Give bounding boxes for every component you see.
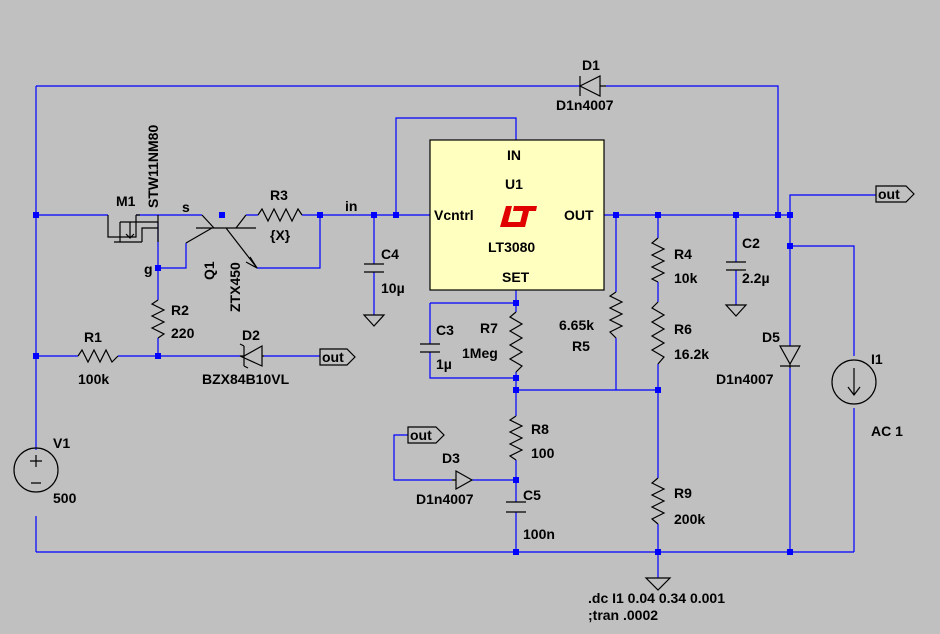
wires: [35, 85, 876, 578]
resistor-r7[interactable]: R7 1Meg: [462, 311, 524, 373]
capacitor-c2[interactable]: C2 2.2µ: [724, 235, 770, 317]
u1-pin-set: SET: [502, 269, 530, 285]
r7-value: 1Meg: [462, 345, 498, 361]
spice-directives[interactable]: .dc I1 0.04 0.34 0.001 ;tran .0002: [588, 590, 725, 623]
r3-ref: R3: [270, 187, 288, 203]
u1-body: [429, 139, 605, 291]
r3-value: {X}: [270, 227, 291, 243]
r1-ref: R1: [84, 329, 102, 345]
d3-ref: D3: [442, 450, 460, 466]
resistor-r3[interactable]: R3 {X}: [257, 187, 303, 243]
c5-value: 100n: [523, 526, 555, 542]
c3-ref: C3: [436, 322, 454, 338]
r8-value: 100: [531, 445, 555, 461]
net-label-in: in: [345, 198, 357, 214]
c3-value: 1µ: [436, 356, 452, 372]
d3-model: D1n4007: [416, 491, 474, 507]
c4-ref: C4: [381, 246, 399, 262]
resistor-r4[interactable]: R4 10k: [650, 237, 698, 286]
voltage-source-v1[interactable]: V1 500: [13, 435, 77, 506]
net-flag-out-1[interactable]: out: [319, 348, 356, 366]
r2-value: 220: [171, 325, 195, 341]
net-flag-out-3-label: out: [410, 427, 432, 443]
r7-ref: R7: [480, 320, 498, 336]
mosfet-m1[interactable]: M1 s g STW11NM80: [107, 125, 190, 277]
d1-model: D1n4007: [556, 97, 614, 113]
m1-pin-s: s: [182, 199, 190, 215]
m1-ref: M1: [116, 193, 136, 209]
r8-ref: R8: [531, 421, 549, 437]
c5-ref: C5: [523, 487, 541, 503]
r1-value: 100k: [78, 371, 109, 387]
i1-value: AC 1: [871, 423, 903, 439]
net-flag-out-2-label: out: [878, 186, 900, 202]
directive-dc: .dc I1 0.04 0.34 0.001: [588, 590, 725, 606]
r9-ref: R9: [674, 485, 692, 501]
u1-part: LT3080: [488, 239, 535, 255]
d5-ref: D5: [762, 329, 780, 345]
ground-icon: [644, 577, 672, 591]
resistor-r9[interactable]: R9 200k: [650, 477, 705, 527]
resistor-r1[interactable]: R1 100k: [77, 329, 119, 387]
resistor-r2[interactable]: R2 220: [150, 299, 195, 341]
u1-pin-out: OUT: [564, 207, 594, 223]
capacitor-c4[interactable]: C4 10µ: [362, 246, 405, 327]
c4-value: 10µ: [381, 280, 405, 296]
net-flag-out-1-label: out: [322, 349, 344, 365]
v1-ref: V1: [53, 435, 70, 451]
directive-tran: ;tran .0002: [588, 607, 658, 623]
current-source-i1[interactable]: I1 AC 1: [831, 351, 903, 439]
r6-value: 16.2k: [674, 346, 709, 362]
d2-ref: D2: [242, 327, 260, 343]
r6-ref: R6: [674, 321, 692, 337]
c2-ref: C2: [742, 235, 760, 251]
resistor-r8[interactable]: R8 100: [508, 415, 555, 461]
v1-value: 500: [53, 490, 77, 506]
lt-logo-icon: [500, 206, 537, 227]
r5-ref: R5: [572, 338, 590, 354]
u1-ref: U1: [505, 176, 523, 192]
capacitor-c5[interactable]: C5 100n: [506, 487, 555, 542]
u1-pin-vcntrl: Vcntrl: [434, 207, 474, 223]
zener-d2[interactable]: D2 BZX84B10VL: [202, 327, 290, 387]
net-flag-out-2[interactable]: out: [875, 185, 915, 203]
u1-pin-in: IN: [507, 147, 521, 163]
q1-ref: Q1: [201, 261, 217, 280]
capacitor-c3[interactable]: C3 1µ: [420, 322, 454, 372]
m1-part: STW11NM80: [145, 125, 161, 208]
r4-value: 10k: [674, 270, 698, 286]
r4-ref: R4: [674, 246, 692, 262]
r9-value: 200k: [674, 511, 705, 527]
q1-part: ZTX450: [227, 262, 243, 312]
i1-ref: I1: [871, 351, 883, 367]
d2-part: BZX84B10VL: [202, 371, 290, 387]
d5-model: D1n4007: [716, 371, 774, 387]
r5-value: 6.65k: [559, 317, 594, 333]
diode-d5[interactable]: D5 D1n4007: [716, 329, 802, 387]
resistor-r5[interactable]: 6.65k R5: [559, 291, 624, 354]
resistor-r6[interactable]: R6 16.2k: [650, 301, 709, 365]
r2-ref: R2: [171, 302, 189, 318]
transistor-q1[interactable]: Q1 ZTX450: [185, 214, 258, 312]
net-flag-out-3[interactable]: out: [407, 426, 445, 444]
diode-d3[interactable]: D3 D1n4007: [416, 450, 474, 507]
m1-pin-g: g: [144, 261, 153, 277]
c2-value: 2.2µ: [742, 270, 770, 286]
junctions: [33, 212, 793, 555]
diode-d1[interactable]: D1 D1n4007: [556, 57, 614, 113]
d1-ref: D1: [582, 57, 600, 73]
regulator-u1[interactable]: IN U1 Vcntrl OUT LT3080 SET: [429, 139, 605, 291]
